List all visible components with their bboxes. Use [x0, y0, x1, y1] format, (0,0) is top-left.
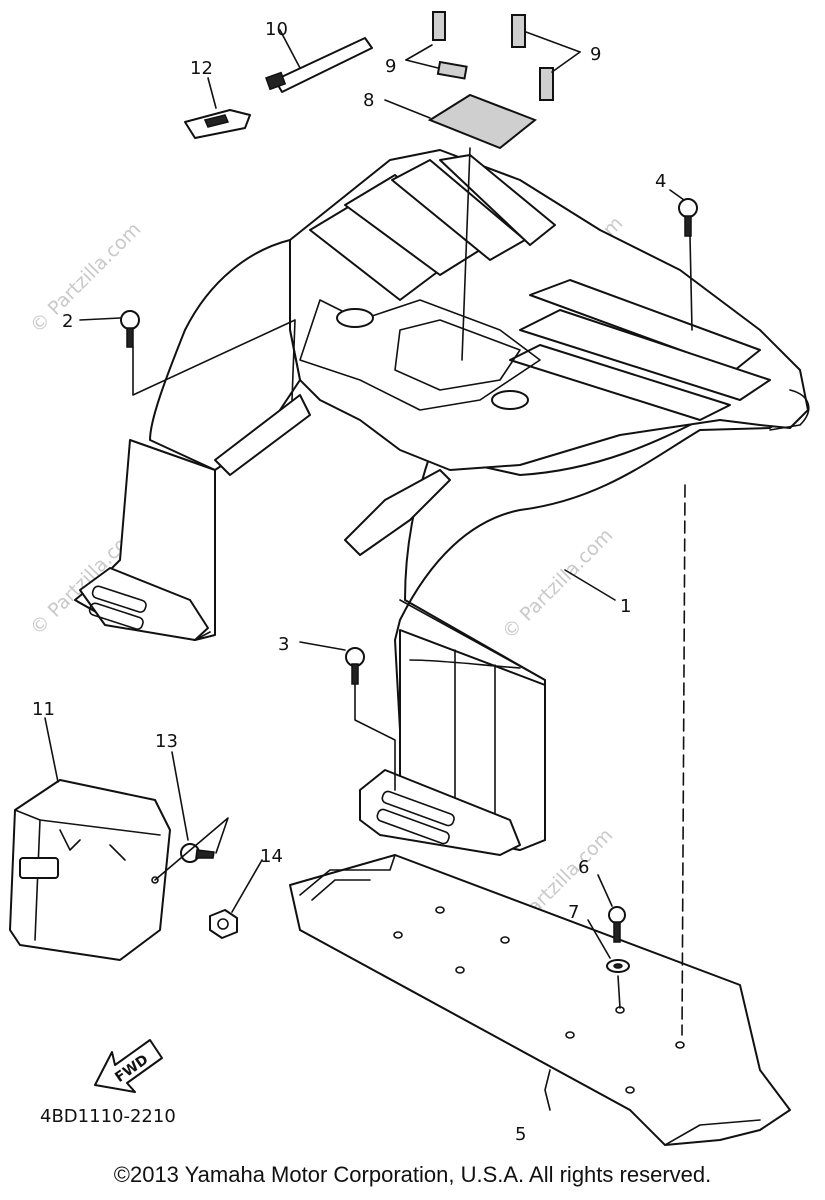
callout-5: 5 [515, 1124, 526, 1145]
tool-box-part [9, 779, 171, 961]
callout-14: 14 [260, 846, 283, 867]
callout-1: 1 [620, 596, 631, 617]
rear-plate-part [289, 854, 791, 1146]
callout-numbers: 1 2 3 4 5 6 7 8 9 9 10 11 12 13 14 [32, 19, 666, 1145]
callout-7: 7 [568, 902, 579, 923]
callout-11: 11 [32, 699, 55, 720]
callout-10: 10 [265, 19, 288, 40]
diagram-code: 4BD1110-2210 [40, 1106, 176, 1127]
callout-8: 8 [363, 90, 374, 111]
callout-13: 13 [155, 731, 178, 752]
fwd-arrow-icon: FWD [94, 1039, 163, 1093]
leader-lines [44, 29, 693, 1111]
callout-6: 6 [578, 857, 589, 878]
callout-3: 3 [278, 634, 289, 655]
callout-9-right: 9 [590, 44, 601, 65]
copyright-notice: ©2013 Yamaha Motor Corporation, U.S.A. A… [113, 1162, 712, 1187]
plate-holes [393, 906, 685, 1094]
rear-fender-part [74, 149, 810, 856]
watermark: © Partzilla.com [498, 524, 617, 643]
callout-12: 12 [190, 58, 213, 79]
callout-4: 4 [655, 171, 666, 192]
callout-9-left: 9 [385, 56, 396, 77]
callout-2: 2 [62, 311, 73, 332]
hardware-parts [120, 11, 698, 973]
